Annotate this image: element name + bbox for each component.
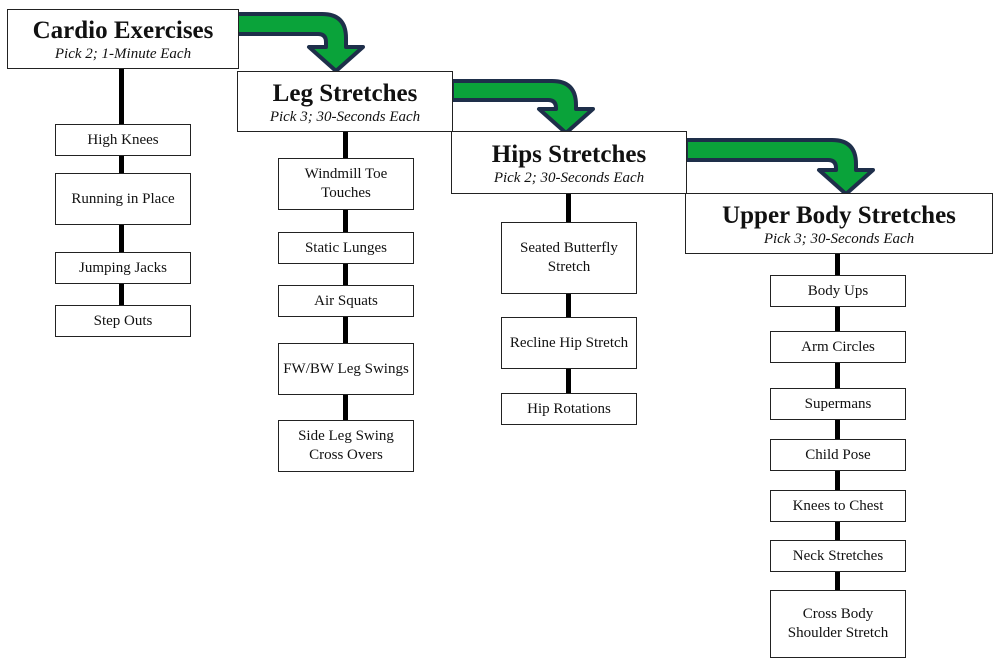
exercise-item: Windmill Toe Touches xyxy=(278,158,414,210)
section-title: Cardio Exercises xyxy=(32,17,214,44)
arrow-leg-to-hips-icon xyxy=(450,79,595,135)
exercise-item: Side Leg Swing Cross Overs xyxy=(278,420,414,472)
hips-connector xyxy=(566,193,571,408)
section-subtitle: Pick 3; 30-Seconds Each xyxy=(763,231,915,247)
section-header-leg: Leg Stretches Pick 3; 30-Seconds Each xyxy=(237,71,453,132)
exercise-item: Body Ups xyxy=(770,275,906,307)
exercise-item: Step Outs xyxy=(55,305,191,337)
arrow-cardio-to-leg-icon xyxy=(234,12,365,73)
exercise-item: Cross Body Shoulder Stretch xyxy=(770,590,906,658)
exercise-item: Air Squats xyxy=(278,285,414,317)
exercise-item: Neck Stretches xyxy=(770,540,906,572)
section-title: Upper Body Stretches xyxy=(722,202,956,229)
exercise-item: Arm Circles xyxy=(770,331,906,363)
section-header-upper-body: Upper Body Stretches Pick 3; 30-Seconds … xyxy=(685,193,993,254)
upper-body-connector xyxy=(835,253,840,618)
exercise-item: Child Pose xyxy=(770,439,906,471)
section-subtitle: Pick 2; 30-Seconds Each xyxy=(493,170,645,186)
exercise-item: FW/BW Leg Swings xyxy=(278,343,414,395)
section-subtitle: Pick 2; 1-Minute Each xyxy=(54,46,192,62)
exercise-item: Static Lunges xyxy=(278,232,414,264)
exercise-item: Supermans xyxy=(770,388,906,420)
exercise-item: Hip Rotations xyxy=(501,393,637,425)
section-header-hips: Hips Stretches Pick 2; 30-Seconds Each xyxy=(451,131,687,194)
exercise-item: Knees to Chest xyxy=(770,490,906,522)
exercise-item: Jumping Jacks xyxy=(55,252,191,284)
section-title: Hips Stretches xyxy=(491,141,647,168)
arrow-hips-to-upper-icon xyxy=(684,138,875,196)
section-header-cardio: Cardio Exercises Pick 2; 1-Minute Each xyxy=(7,9,239,69)
exercise-item: High Knees xyxy=(55,124,191,156)
exercise-item: Seated Butterfly Stretch xyxy=(501,222,637,294)
exercise-item: Recline Hip Stretch xyxy=(501,317,637,369)
section-subtitle: Pick 3; 30-Seconds Each xyxy=(269,109,421,125)
section-title: Leg Stretches xyxy=(272,80,418,107)
exercise-item: Running in Place xyxy=(55,173,191,225)
